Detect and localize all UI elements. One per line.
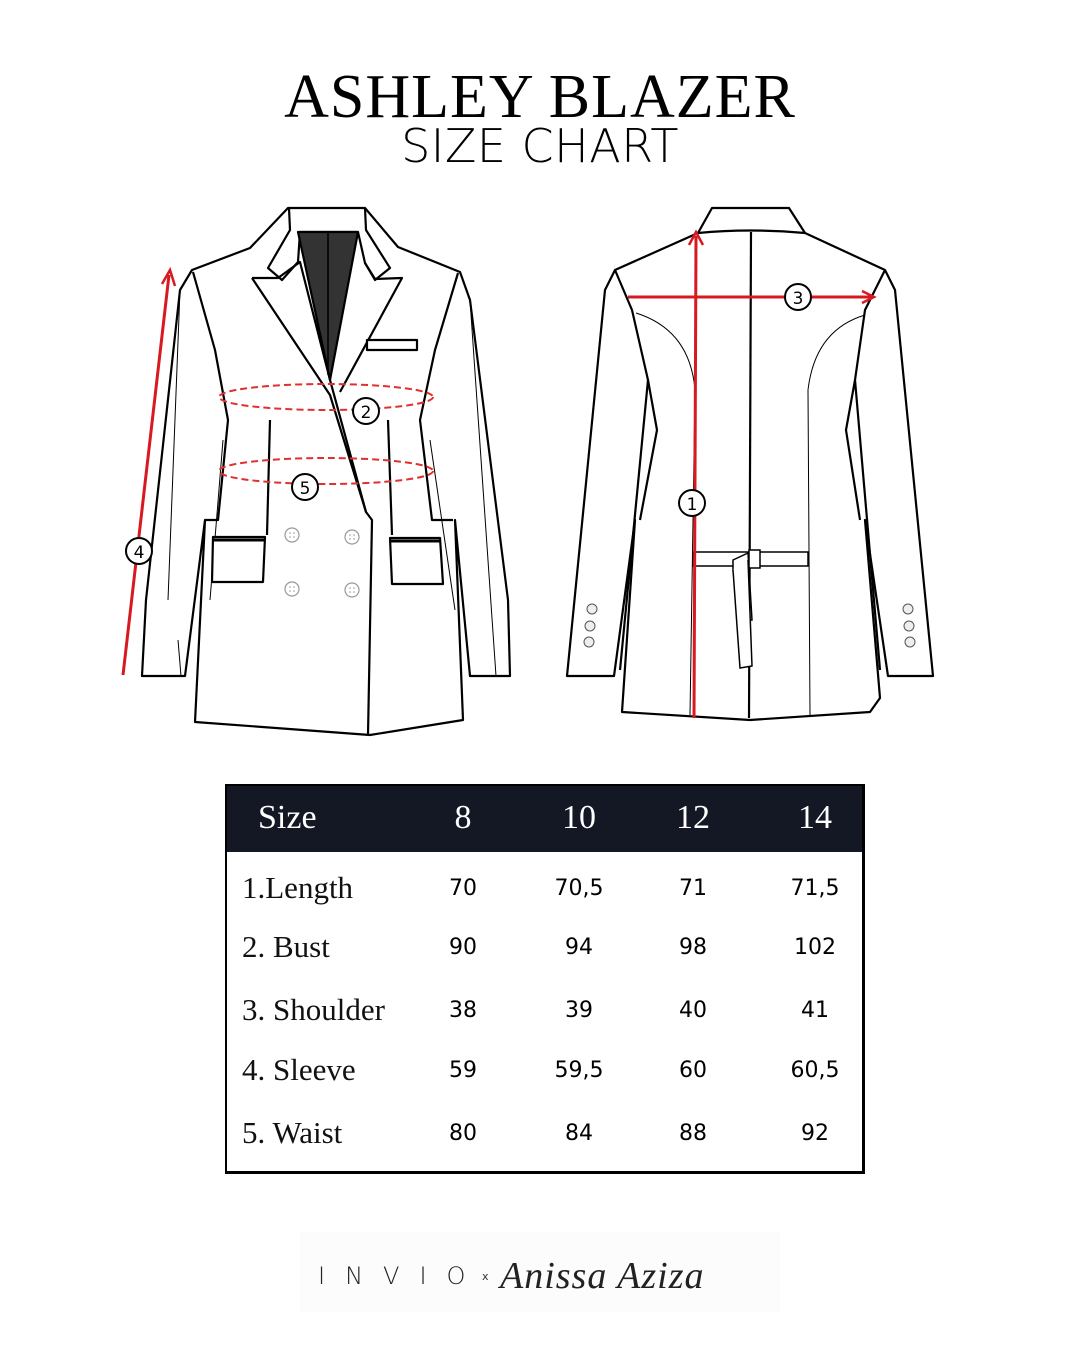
marker-1: 1 — [678, 489, 706, 517]
table-cell: 60 — [679, 1058, 707, 1083]
column-header-size: Size — [258, 799, 317, 836]
column-header-14: 14 — [798, 799, 832, 836]
table-cell: 88 — [679, 1121, 707, 1146]
table-cell: 94 — [565, 935, 593, 960]
svg-text:1: 1 — [687, 495, 698, 515]
table-cell: 38 — [449, 998, 477, 1023]
table-row-shoulder: 3. Shoulder 38 39 40 41 — [227, 990, 862, 1050]
table-row-waist: 5. Waist 80 84 88 92 — [227, 1113, 862, 1173]
page-title: ASHLEY BLAZER — [284, 63, 796, 131]
marker-5: 5 — [291, 473, 319, 501]
size-table: Size 8 10 12 14 1.Length 70 70,5 71 71,5… — [225, 784, 865, 1174]
svg-text:2: 2 — [361, 403, 372, 423]
table-cell: 71 — [679, 876, 707, 901]
table-cell: 59,5 — [554, 1058, 604, 1083]
row-label: 3. Shoulder — [242, 992, 385, 1027]
table-cell: 92 — [801, 1121, 829, 1146]
brand-logo-area — [300, 1232, 780, 1312]
table-cell: 60,5 — [790, 1058, 840, 1083]
bust-measure-line — [218, 383, 434, 411]
table-cell: 80 — [449, 1121, 477, 1146]
table-cell: 41 — [801, 998, 829, 1023]
table-cell: 71,5 — [790, 876, 840, 901]
table-cell: 102 — [794, 935, 836, 960]
table-cell: 40 — [679, 998, 707, 1023]
row-label: 2. Bust — [242, 929, 330, 964]
row-label: 4. Sleeve — [242, 1052, 356, 1087]
table-cell: 70 — [449, 876, 477, 901]
brand-logo-anissa-aziza: Anissa Aziza — [500, 1255, 705, 1297]
column-header-10: 10 — [562, 799, 596, 836]
column-header-8: 8 — [454, 799, 472, 836]
collab-separator: x — [482, 1270, 489, 1283]
table-row-bust: 2. Bust 90 94 98 102 — [227, 927, 862, 987]
svg-text:3: 3 — [793, 289, 804, 309]
marker-3: 3 — [784, 283, 812, 311]
brand-logo-invio: INVIO — [318, 1262, 486, 1290]
table-cell: 98 — [679, 935, 707, 960]
table-row-length: 1.Length 70 70,5 71 71,5 — [227, 868, 862, 928]
table-cell: 39 — [565, 998, 593, 1023]
svg-text:5: 5 — [300, 479, 311, 499]
table-header: Size 8 10 12 14 — [227, 786, 862, 852]
waist-measure-line — [218, 457, 434, 485]
page-subtitle: SIZE CHART — [401, 119, 679, 173]
table-cell: 59 — [449, 1058, 477, 1083]
blazer-back-illustration: 1 3 — [565, 206, 935, 722]
column-header-12: 12 — [676, 799, 710, 836]
table-cell: 70,5 — [554, 876, 604, 901]
table-cell: 84 — [565, 1121, 593, 1146]
marker-2: 2 — [352, 397, 380, 425]
svg-text:4: 4 — [134, 543, 145, 563]
blazer-front-illustration: 2 5 4 — [121, 206, 512, 737]
row-label: 1.Length — [242, 870, 354, 905]
marker-4: 4 — [125, 537, 153, 565]
table-row-sleeve: 4. Sleeve 59 59,5 60 60,5 — [227, 1050, 862, 1110]
row-label: 5. Waist — [242, 1115, 343, 1150]
table-cell: 90 — [449, 935, 477, 960]
